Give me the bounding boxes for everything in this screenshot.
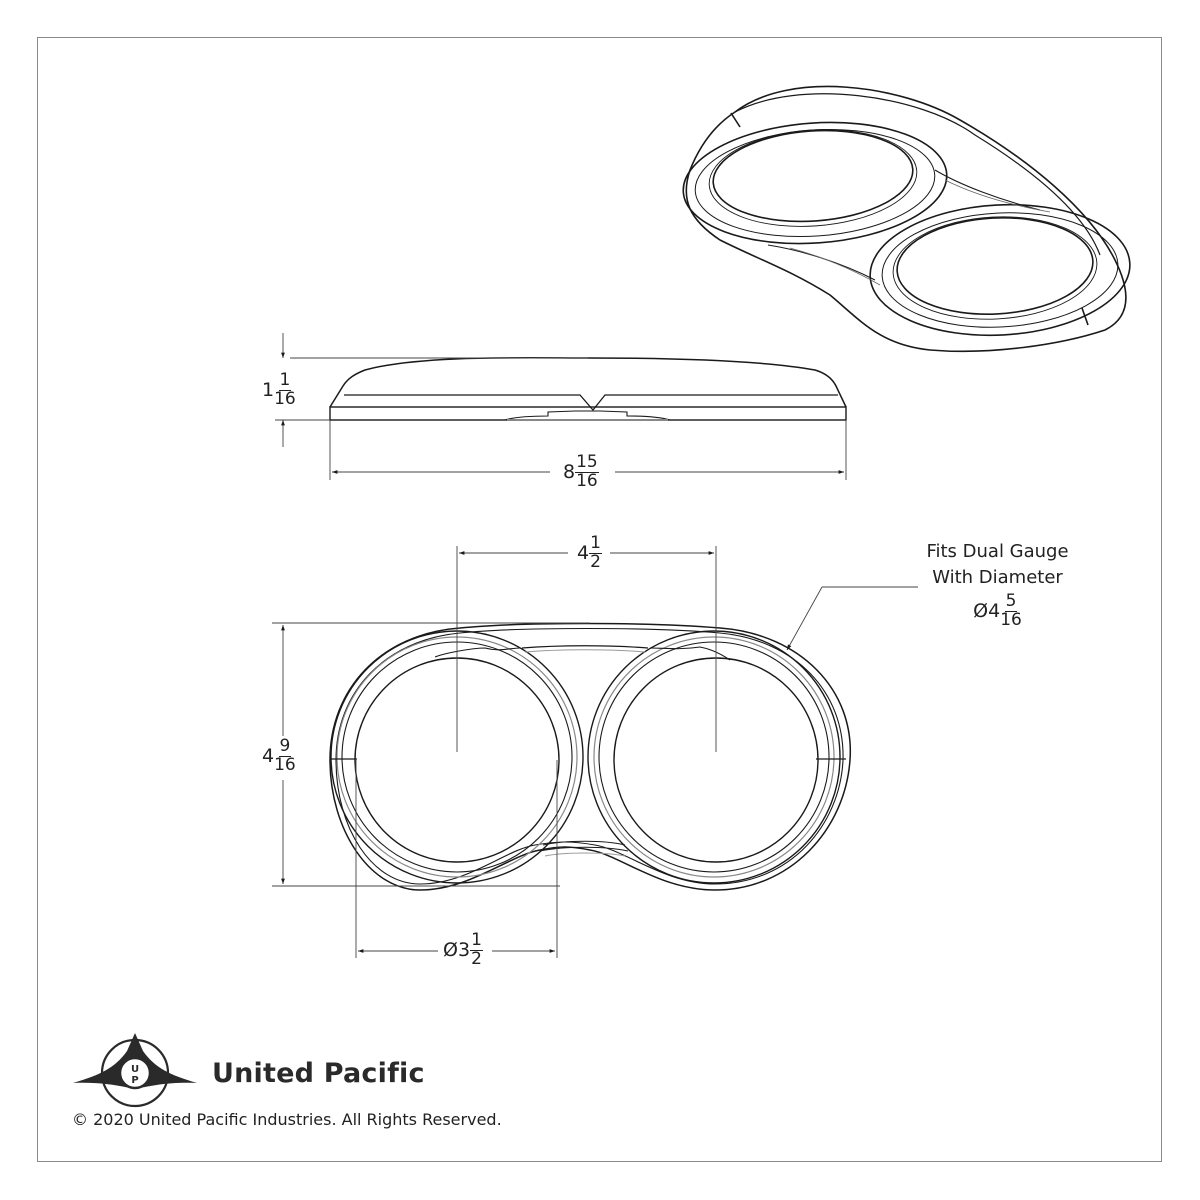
top-view xyxy=(329,622,851,891)
side-view-dimensions xyxy=(275,333,847,480)
logo-letter-u: U xyxy=(131,1064,139,1075)
callout-line-2: With Diameter xyxy=(932,567,1063,588)
drawing-frame xyxy=(37,37,1162,1162)
top-view-dimensions xyxy=(272,546,918,958)
brand-logo-icon: U P xyxy=(73,1033,197,1108)
copyright-notice: © 2020 United Pacific Industries. All Ri… xyxy=(72,1110,502,1129)
isometric-view xyxy=(682,85,1131,353)
brand-name: United Pacific xyxy=(212,1058,425,1089)
side-view xyxy=(329,357,847,421)
logo-letter-p: P xyxy=(131,1075,138,1086)
callout-line-1: Fits Dual Gauge xyxy=(926,541,1069,562)
